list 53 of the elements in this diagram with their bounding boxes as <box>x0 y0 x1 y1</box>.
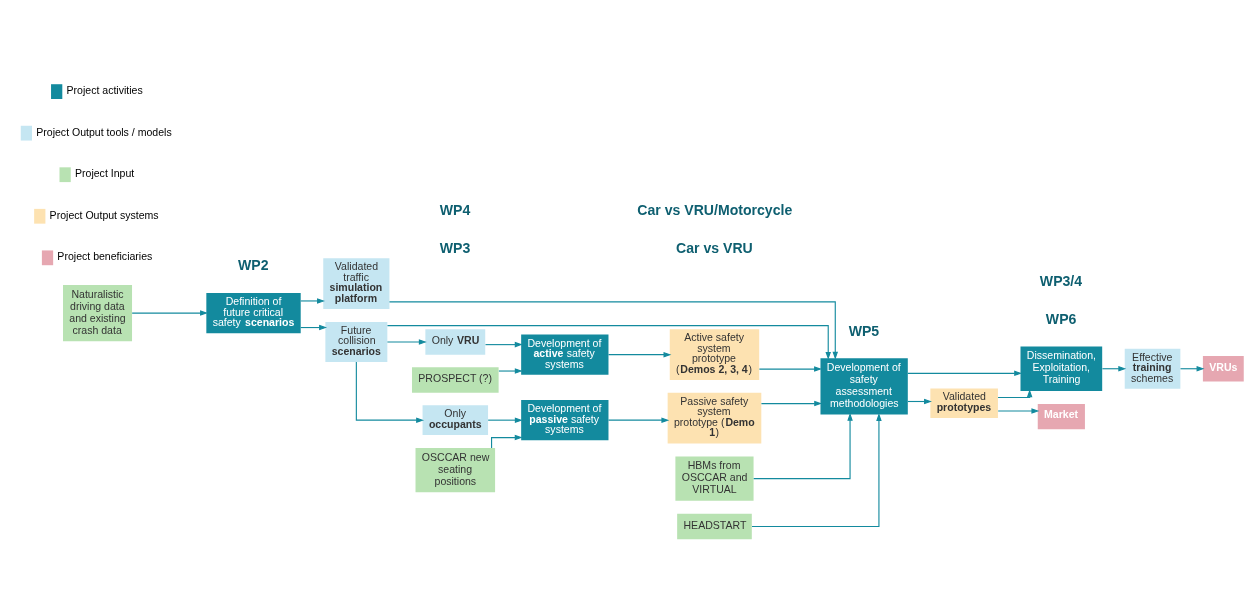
arrow <box>751 413 882 528</box>
node-box: Validated traffic simulation platform <box>323 258 390 309</box>
label: Car vs VRU/Motorcycle <box>637 202 793 219</box>
arrow <box>487 417 523 423</box>
arrow <box>498 368 523 374</box>
arrow <box>484 341 523 348</box>
arrow <box>388 301 839 360</box>
label: WP6 <box>1045 310 1077 327</box>
arrow <box>607 351 672 358</box>
arrow <box>758 366 822 372</box>
node-box: OSCCAR new seating positions <box>415 448 496 493</box>
label: WP5 <box>848 322 880 339</box>
node-box: VRUs <box>1202 356 1244 382</box>
node-box: PROSPECT (?) <box>412 367 499 393</box>
arrow <box>753 412 853 480</box>
node-box: Development of active safety systems <box>521 334 609 375</box>
arrow <box>131 310 208 316</box>
label: WP3/4 <box>1039 272 1083 289</box>
node-box: Validated prototypes <box>930 388 998 419</box>
arrow <box>491 434 523 449</box>
node-box: Future collision scenarios <box>325 321 388 363</box>
node-box: Only occupants <box>422 405 489 435</box>
legend-label: Project Output systems <box>49 208 159 221</box>
label: WP3 <box>439 240 471 257</box>
legend-label: Project beneficiaries <box>57 250 153 263</box>
node-box: Definition of future critical safety scenarios <box>206 293 301 334</box>
arrow <box>386 325 831 360</box>
node-box: Market <box>1037 403 1085 430</box>
legend-label: Project Input <box>74 167 135 180</box>
node-box: Passive safety system prototype (Demo 1) <box>667 392 762 444</box>
label: WP4 <box>439 202 471 219</box>
legend-label: Project activities <box>66 84 143 97</box>
node-box: Effective training schemes <box>1124 348 1181 389</box>
arrow <box>907 370 1023 377</box>
node-box: Active safety system prototype (Demos 2, 3, 4) <box>669 329 760 380</box>
node-box: Development of safety assessment methodologies <box>820 358 908 415</box>
node-box: HEADSTART <box>677 513 752 540</box>
label: Car vs VRU <box>676 240 753 257</box>
node-box: Naturalistic driving data and existing crash data <box>63 284 133 342</box>
arrow <box>386 339 427 345</box>
arrow <box>355 361 425 423</box>
node-box: Dissemination, Exploitation, Training <box>1020 346 1103 391</box>
label: WP2 <box>238 257 269 274</box>
arrow <box>760 400 823 407</box>
node-box: HBMs from OSCCAR and VIRTUAL <box>675 456 754 501</box>
legend-label: Project Output tools / models <box>36 125 172 138</box>
arrow <box>997 408 1040 414</box>
arrow <box>997 389 1033 398</box>
node-box: Only VRU <box>425 329 486 355</box>
arrow <box>607 417 670 423</box>
node-box: Development of passive safety systems <box>521 400 609 441</box>
arrow <box>300 324 327 331</box>
arrow <box>300 298 325 304</box>
